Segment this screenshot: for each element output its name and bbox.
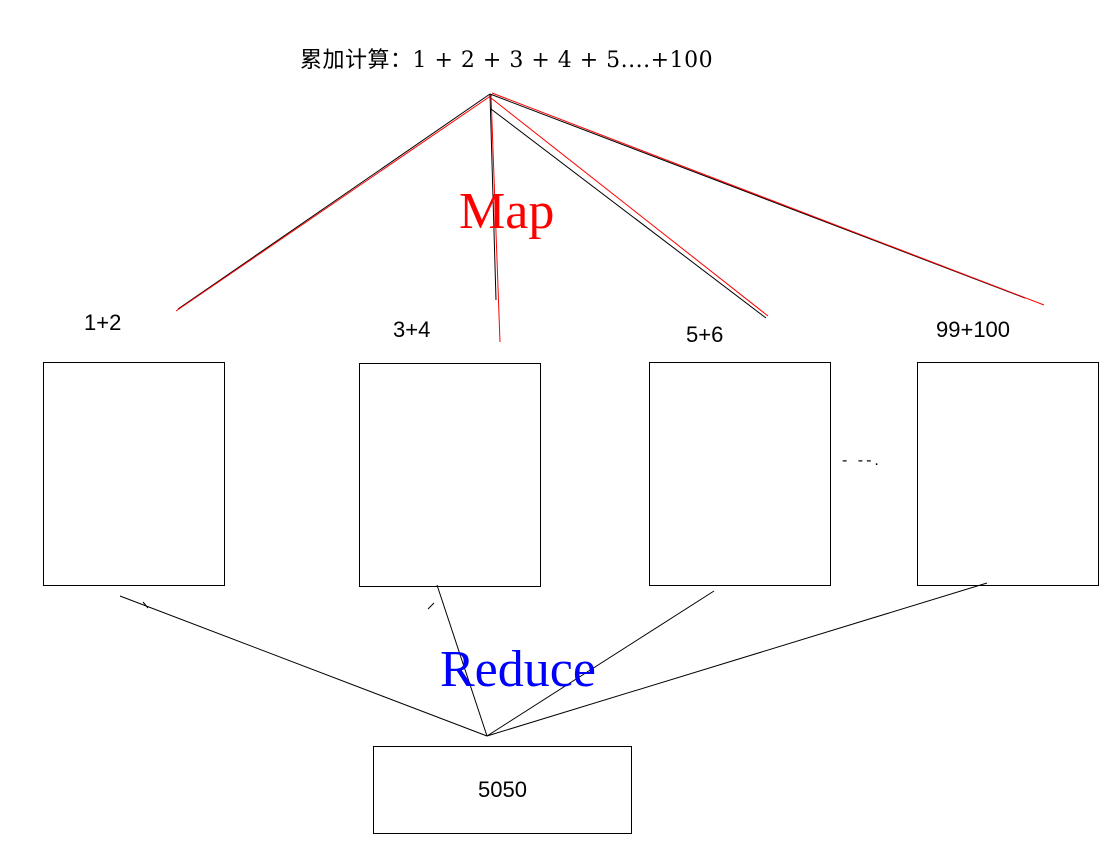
map-node-box-2: [359, 363, 541, 587]
diagram-title: 累加计算：1 + 2 + 3 + 4 + 5....+100: [300, 48, 714, 73]
map-line-1-black: [177, 93, 491, 310]
reduce-line-3: [486, 590, 715, 737]
map-node-box-3: [649, 362, 831, 586]
stray-mark-2: [427, 602, 435, 610]
result-value: 5050: [478, 777, 527, 802]
map-line-4-red: [491, 92, 1045, 306]
map-label: Map: [459, 183, 555, 240]
node-label-3: 5+6: [686, 322, 724, 347]
node-label-1: 1+2: [84, 310, 122, 335]
map-line-3-red: [490, 97, 769, 317]
node-label-4: 99+100: [936, 317, 1011, 342]
map-node-box-4: [917, 362, 1099, 586]
map-node-box-1: [43, 362, 225, 586]
result-box: [373, 746, 632, 834]
reduce-line-2: [436, 584, 488, 737]
map-line-3-black: [490, 108, 767, 319]
reduce-line-1: [119, 595, 488, 737]
node-label-2: 3+4: [393, 317, 431, 342]
map-line-2-red: [490, 94, 501, 343]
ellipsis-mark: - --.: [842, 452, 882, 469]
stray-mark-1: [142, 601, 149, 609]
reduce-label: Reduce: [440, 641, 596, 698]
map-line-4-black: [489, 93, 1026, 299]
map-line-2-black: [489, 93, 497, 301]
reduce-line-4: [486, 582, 988, 737]
map-line-1-red: [175, 94, 493, 312]
